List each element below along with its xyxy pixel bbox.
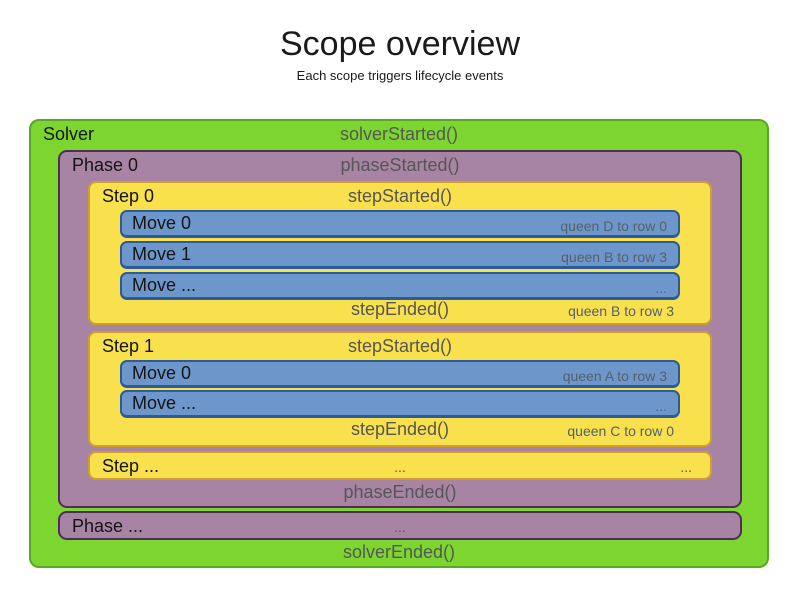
step-0-ended-event: stepEnded() — [350, 299, 450, 319]
phase-more-label: Phase ... — [72, 516, 144, 536]
phase-more-center-ellipsis: ... — [394, 519, 406, 535]
page-subtitle: Each scope triggers lifecycle events — [296, 68, 504, 83]
move-label: Move 1 — [132, 244, 192, 264]
solver-label: Solver — [43, 124, 95, 144]
step-more-center-ellipsis: ... — [394, 459, 406, 475]
solver-started-event: solverStarted() — [339, 124, 459, 144]
step-0-ended-note: queen B to row 3 — [568, 303, 674, 319]
move-note: queen B to row 3 — [561, 249, 667, 265]
step-0-ended-row: stepEnded() queen B to row 3 — [90, 299, 710, 323]
move-label: Move ... — [132, 393, 197, 413]
move-box: Move ... ... — [120, 272, 680, 300]
step-0-scope-box: Step 0 stepStarted() Move 0 queen D to r… — [88, 181, 712, 325]
move-box: Move ... ... — [120, 390, 680, 418]
solver-ended-event: solverEnded() — [342, 542, 456, 562]
step-0-started-event: stepStarted() — [347, 186, 453, 206]
move-note: queen A to row 3 — [562, 368, 667, 384]
move-box: Move 0 queen A to row 3 — [120, 360, 680, 388]
step-1-label: Step 1 — [102, 336, 155, 356]
solver-scope-box: Solver solverStarted() Phase 0 phaseStar… — [29, 119, 769, 568]
phase-0-scope-box: Phase 0 phaseStarted() Step 0 stepStarte… — [58, 150, 742, 508]
step-1-ended-note: queen C to row 0 — [567, 423, 674, 439]
move-box: Move 0 queen D to row 0 — [120, 210, 680, 238]
phase-more-scope-box: Phase ... ... — [58, 511, 742, 540]
move-note: ... — [655, 280, 667, 296]
phase-started-event: phaseStarted() — [340, 155, 460, 175]
step-more-scope-box: Step ... ... ... — [88, 451, 712, 480]
step-0-label: Step 0 — [102, 186, 155, 206]
move-box: Move 1 queen B to row 3 — [120, 241, 680, 269]
move-note: queen D to row 0 — [560, 218, 667, 234]
step-1-ended-event: stepEnded() — [350, 419, 450, 439]
page-title: Scope overview — [279, 25, 520, 63]
step-1-ended-row: stepEnded() queen C to row 0 — [90, 419, 710, 443]
move-label: Move ... — [132, 275, 197, 295]
move-note: ... — [655, 398, 667, 414]
step-more-label: Step ... — [102, 456, 160, 476]
phase-0-label: Phase 0 — [72, 155, 139, 175]
phase-ended-event: phaseEnded() — [343, 482, 457, 502]
step-1-started-event: stepStarted() — [347, 336, 453, 356]
move-label: Move 0 — [132, 213, 192, 233]
step-more-right-ellipsis: ... — [680, 459, 692, 475]
move-label: Move 0 — [132, 363, 192, 383]
step-1-scope-box: Step 1 stepStarted() Move 0 queen A to r… — [88, 331, 712, 447]
